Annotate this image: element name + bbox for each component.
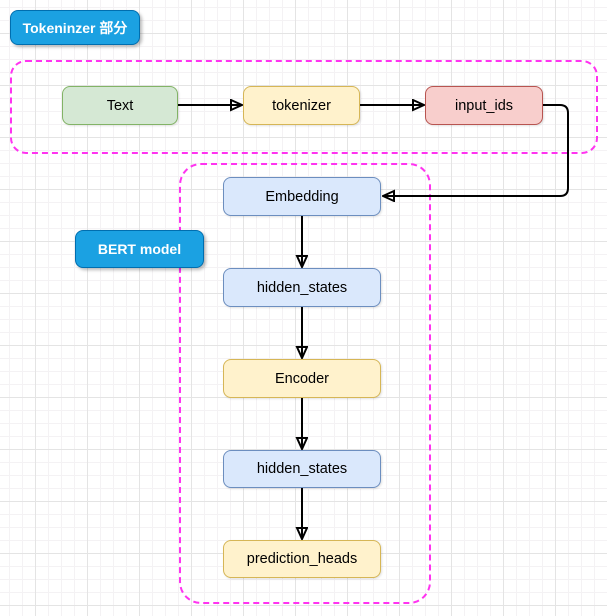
node-embedding: Embedding [223, 177, 381, 216]
node-hidden-states-2: hidden_states [223, 450, 381, 488]
tokenizer-section-container [10, 60, 598, 154]
node-prediction-heads: prediction_heads [223, 540, 381, 578]
tokenizer-section-label: Tokeninzer 部分 [10, 10, 140, 45]
bert-model-container [179, 163, 431, 604]
bert-model-label: BERT model [75, 230, 204, 268]
node-hidden-states-1: hidden_states [223, 268, 381, 307]
node-text: Text [62, 86, 178, 125]
node-input-ids: input_ids [425, 86, 543, 125]
node-tokenizer: tokenizer [243, 86, 360, 125]
node-encoder: Encoder [223, 359, 381, 398]
